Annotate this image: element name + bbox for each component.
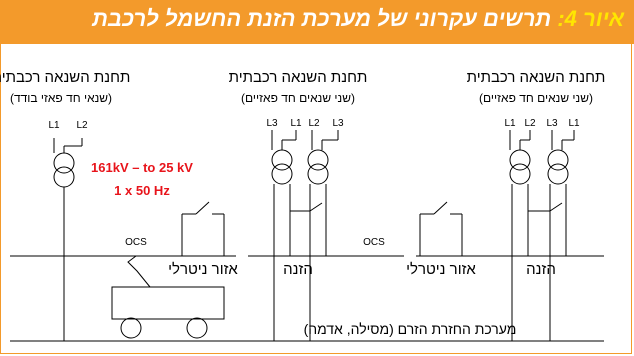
figure-number: איור 4: bbox=[557, 6, 624, 31]
transformer-b-primary-sub2 bbox=[307, 149, 329, 171]
substation-1-title: תחנת השנאה רכבתית bbox=[0, 69, 130, 86]
phase-label: L2 bbox=[76, 120, 88, 131]
figure-caption: איור 4: תרשים עקרוני של מערכת הזנת החשמל… bbox=[92, 6, 624, 32]
train-wheel-rear bbox=[186, 317, 208, 339]
neutral-bypass-switch-1 bbox=[195, 201, 210, 215]
substation-3-subtitle: (שני שנאים חד פאזיים) bbox=[479, 91, 593, 105]
tie-switch-sub3 bbox=[549, 202, 563, 212]
phase-label: L3 bbox=[266, 118, 278, 129]
pantograph bbox=[127, 255, 151, 288]
voltage-spec: 161kV – to 25 kV bbox=[91, 160, 193, 175]
substation-3-title: תחנת השנאה רכבתית bbox=[467, 69, 606, 86]
figure-title: תרשים עקרוני של מערכת הזנת החשמל לרכבת bbox=[92, 6, 552, 31]
transformer-a-primary-sub2 bbox=[271, 149, 293, 171]
phase-label: L1 bbox=[504, 118, 516, 129]
train-wheel-front bbox=[120, 317, 142, 339]
transformer-secondary-sub1 bbox=[53, 166, 75, 188]
tie-switch-sub2 bbox=[309, 202, 323, 212]
transformer-a-primary-sub3 bbox=[509, 149, 531, 171]
neutral-bypass-switch-2 bbox=[433, 201, 448, 215]
substation-2-title: תחנת השנאה רכבתית bbox=[229, 69, 368, 86]
frequency-spec: 1 x 50 Hz bbox=[114, 183, 170, 198]
phase-label: L2 bbox=[308, 118, 320, 129]
feeding-label-2: הזנה bbox=[526, 261, 556, 278]
transformer-primary-sub1 bbox=[53, 152, 75, 174]
phase-label: L1 bbox=[290, 118, 302, 129]
transformer-b-secondary-sub3 bbox=[547, 163, 569, 185]
ocs-label-left: OCS bbox=[125, 237, 147, 248]
feeding-label-1: הזנה bbox=[283, 261, 313, 278]
figure-title-bar: איור 4: תרשים עקרוני של מערכת הזנת החשמל… bbox=[0, 0, 634, 44]
phase-label: L3 bbox=[332, 118, 344, 129]
return-system-label: מערכת החזרת הזרם (מסילה, אדמה) bbox=[304, 321, 517, 337]
transformer-b-primary-sub3 bbox=[547, 149, 569, 171]
substation-2-subtitle: (שני שנאים חד פאזיים) bbox=[241, 91, 355, 105]
phase-label: L1 bbox=[48, 120, 60, 131]
transformer-a-secondary-sub3 bbox=[509, 163, 531, 185]
substation-1-subtitle: (שנאי חד פאזי בודד) bbox=[10, 91, 112, 105]
train-body bbox=[111, 286, 225, 320]
phase-label: L1 bbox=[568, 118, 580, 129]
transformer-a-secondary-sub2 bbox=[271, 163, 293, 185]
neutral-zone-label-2: אזור ניטרלי bbox=[406, 261, 476, 278]
phase-label: L2 bbox=[524, 118, 536, 129]
phase-label: L3 bbox=[546, 118, 558, 129]
neutral-zone-label-1: אזור ניטרלי bbox=[168, 261, 238, 278]
transformer-b-secondary-sub2 bbox=[307, 163, 329, 185]
ocs-label-right: OCS bbox=[363, 237, 385, 248]
